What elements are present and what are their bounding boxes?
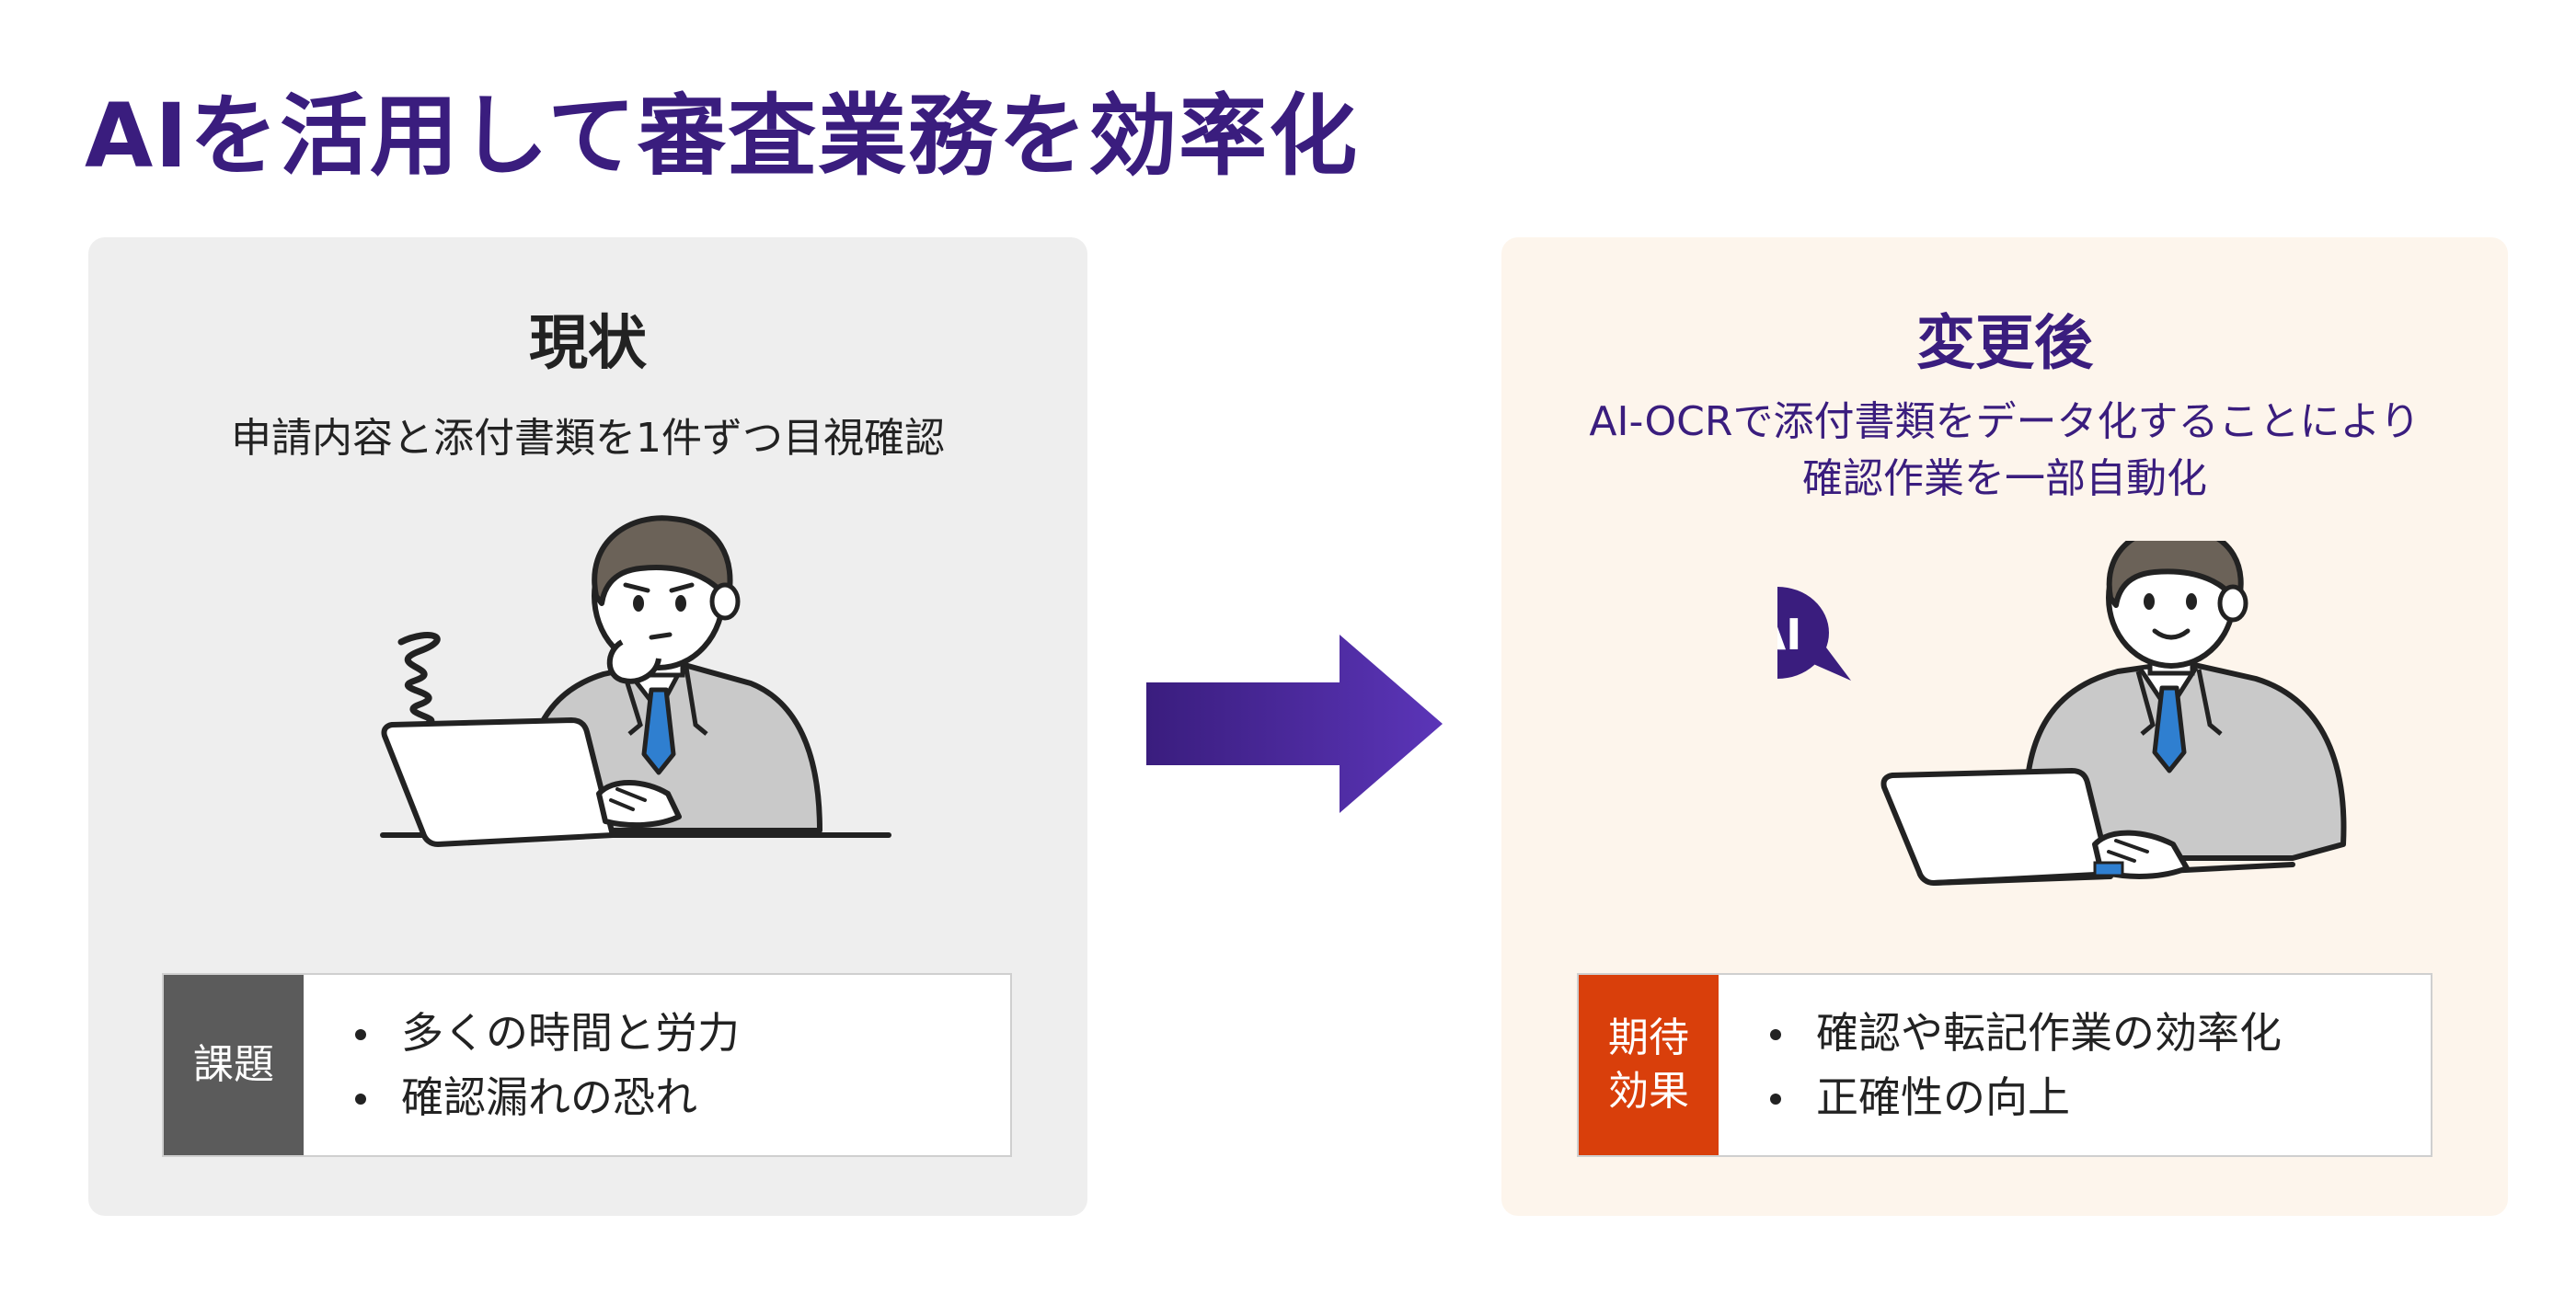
- scribble-confusion-icon: [397, 632, 441, 727]
- after-state-description: AI-OCRで添付書類をデータ化することにより 確認作業を一部自動化: [1501, 394, 2508, 508]
- after-description-line-2: 確認作業を一部自動化: [1802, 455, 2207, 502]
- expected-effects-label-line-2: 効果: [1608, 1068, 1689, 1115]
- list-item: 確認や転記作業の効率化: [1770, 1001, 2282, 1065]
- ai-speech-bubble-icon: AI: [1777, 587, 1851, 681]
- expected-effects-box: 期待 効果 確認や転記作業の効率化 正確性の向上: [1577, 973, 2432, 1157]
- page-title: AIを活用して審査業務を効率化: [85, 85, 1360, 188]
- expected-effects-label-line-1: 期待: [1608, 1014, 1689, 1061]
- ai-bubble-text: AI: [1777, 610, 1801, 659]
- list-item: 確認漏れの恐れ: [355, 1065, 740, 1129]
- issues-label: 課題: [164, 975, 304, 1155]
- issues-list: 多くの時間と労力 確認漏れの恐れ: [304, 975, 740, 1155]
- expected-effects-list: 確認や転記作業の効率化 正確性の向上: [1719, 975, 2282, 1155]
- after-state-heading: 変更後: [1916, 310, 2093, 378]
- current-state-description: 申請内容と添付書類を1件ずつ目視確認: [231, 415, 945, 462]
- current-state-heading: 現状: [529, 310, 647, 378]
- after-state-panel: 変更後 AI-OCRで添付書類をデータ化することにより 確認作業を一部自動化 A…: [1501, 237, 2508, 1216]
- current-state-panel: 現状 申請内容と添付書類を1件ずつ目視確認: [88, 237, 1087, 1216]
- issues-label-text: 課題: [193, 1041, 274, 1088]
- smiling-businessman-laptop-icon: AI: [1777, 541, 2347, 886]
- list-item: 正確性の向上: [1770, 1065, 2282, 1129]
- expected-effects-label: 期待 効果: [1579, 975, 1719, 1155]
- issues-box: 課題 多くの時間と労力 確認漏れの恐れ: [162, 973, 1012, 1157]
- worried-businessman-laptop-icon: [380, 515, 891, 847]
- right-arrow-icon: [1146, 635, 1443, 813]
- after-description-line-1: AI-OCRで添付書類をデータ化することにより: [1589, 398, 2421, 445]
- list-item: 多くの時間と労力: [355, 1001, 740, 1065]
